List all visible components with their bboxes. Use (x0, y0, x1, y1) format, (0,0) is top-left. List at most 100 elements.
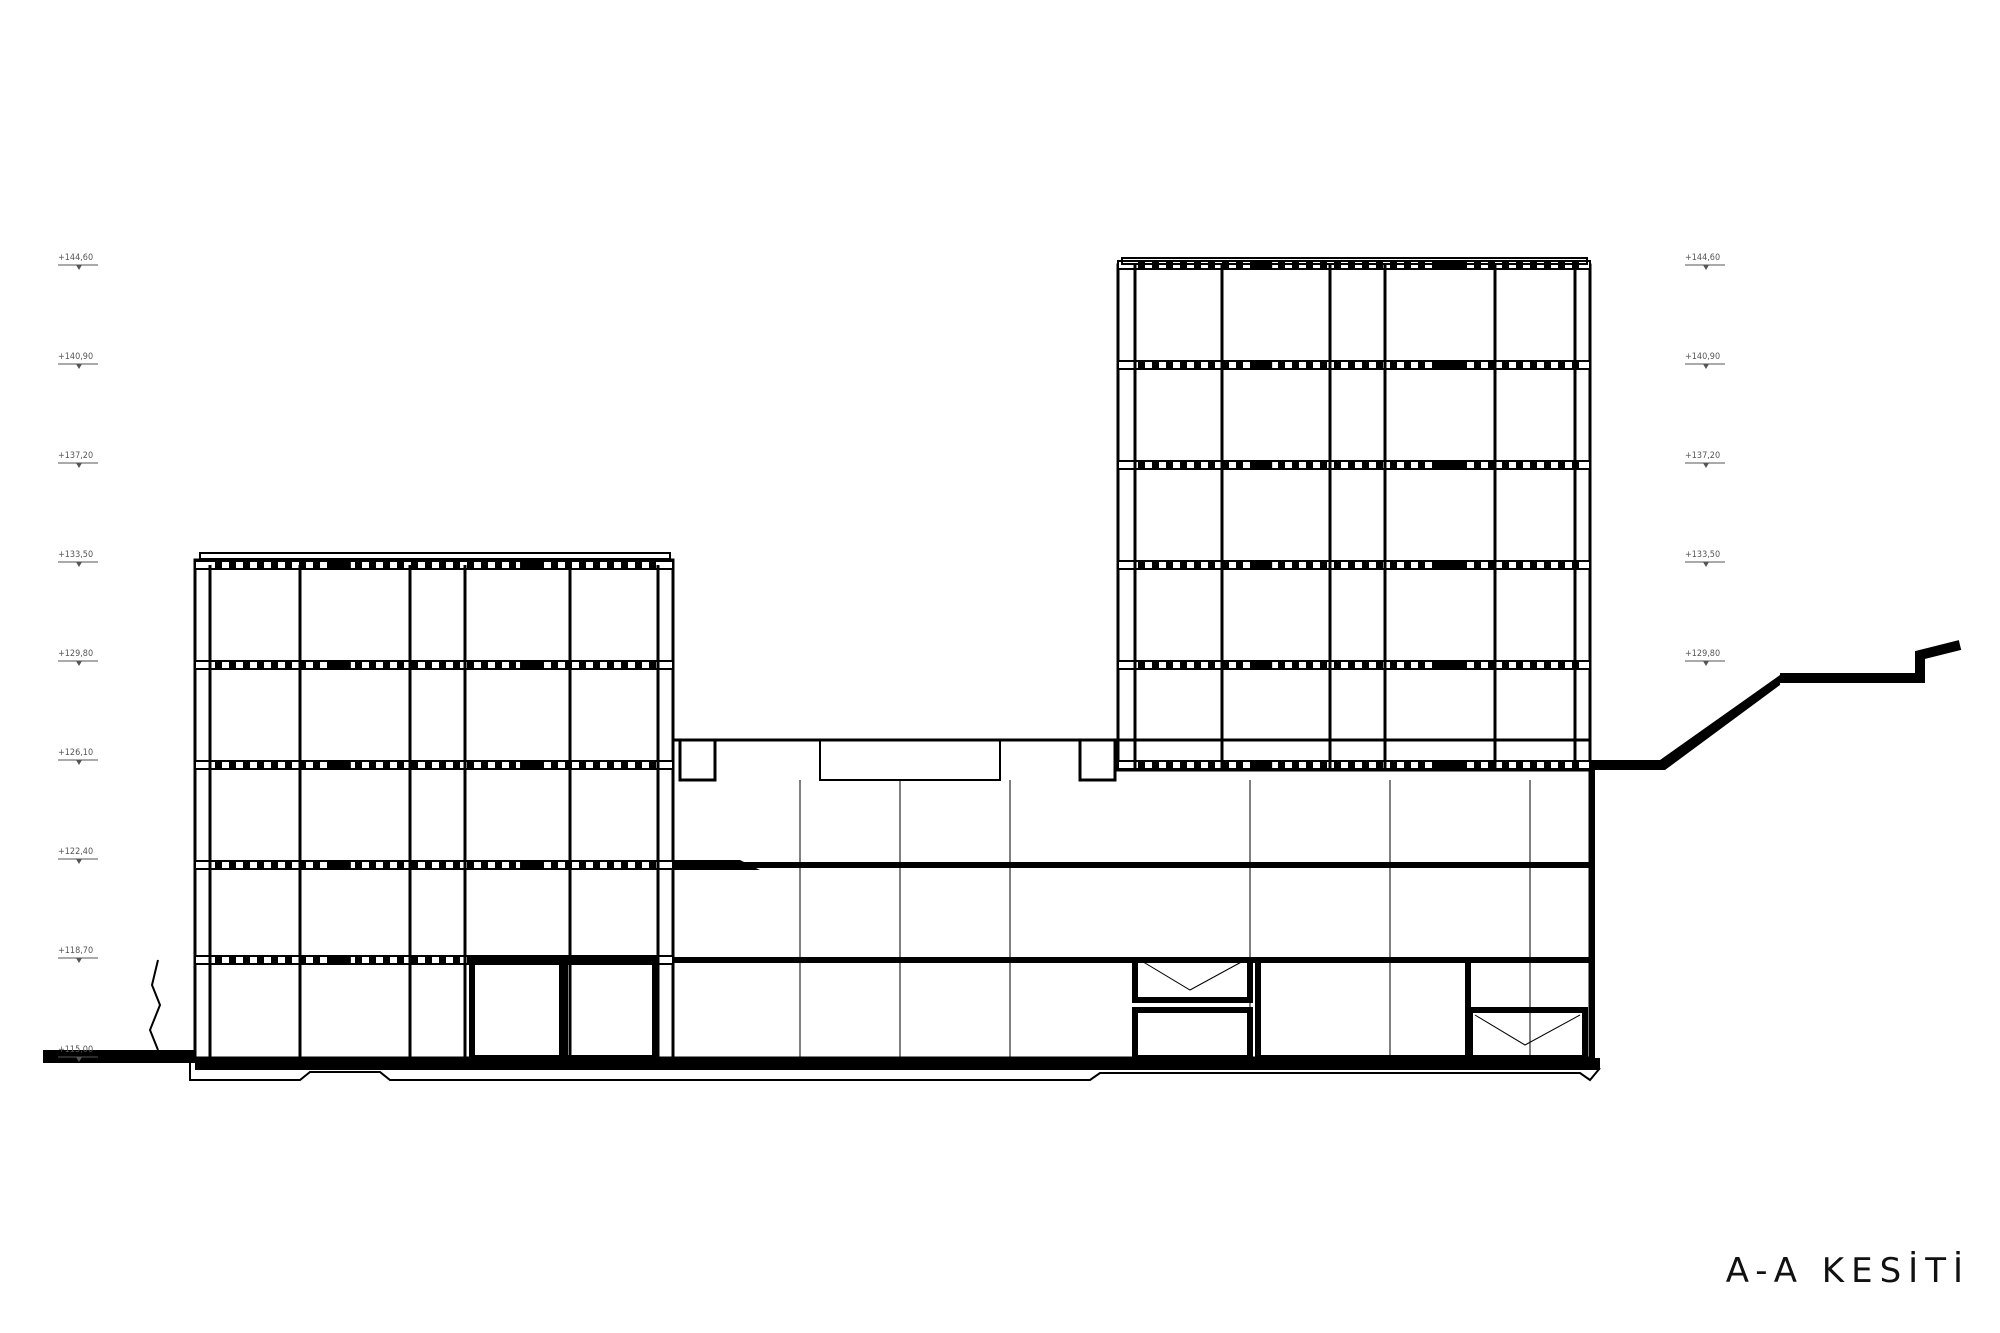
tower-slab-hatch (1418, 461, 1425, 469)
tower-slab-hatch (1390, 761, 1397, 769)
left-slab-hatch (411, 661, 418, 669)
left-slab-hatch (467, 761, 474, 769)
tower-slab-hatch (1236, 561, 1243, 569)
tower-beam (1250, 661, 1273, 669)
left-slab-hatch (509, 661, 516, 669)
left-beam (520, 861, 543, 869)
left-slab-hatch (607, 561, 614, 569)
tower-slab-hatch (1334, 361, 1341, 369)
tower-slab-hatch (1320, 661, 1327, 669)
tower-beam (1250, 761, 1273, 769)
level-left-arrow (76, 1057, 82, 1062)
tower-slab-hatch (1558, 661, 1565, 669)
levels-left: +144,60+140,90+137,20+133,50+129,80+126,… (58, 253, 98, 1062)
terrain-slope (1590, 675, 1780, 770)
terrain-upper (1780, 640, 1962, 683)
left-slab-hatch (229, 661, 236, 669)
tower-slab-hatch (1488, 461, 1495, 469)
tower-slab-hatch (1432, 761, 1439, 769)
tower-slab-hatch (1306, 761, 1313, 769)
tower-slab-hatch (1278, 761, 1285, 769)
tower-slab-hatch (1278, 461, 1285, 469)
left-slab-hatch (621, 661, 628, 669)
left-slab-hatch (215, 761, 222, 769)
tower-slab-hatch (1544, 461, 1551, 469)
level-left-label: +122,40 (58, 847, 93, 857)
tower-slab-hatch (1180, 661, 1187, 669)
tower-beam (1438, 561, 1461, 569)
tower-slab-hatch (1502, 761, 1509, 769)
tower-slab-hatch (1404, 461, 1411, 469)
left-beam (328, 761, 351, 769)
tower-slab-hatch (1488, 561, 1495, 569)
left-slab-hatch (467, 661, 474, 669)
left-slab-hatch (383, 761, 390, 769)
tower-slab-hatch (1544, 761, 1551, 769)
tower-slab-hatch (1390, 661, 1397, 669)
generated-lines (148, 257, 1591, 1061)
level-left-label: +129,80 (58, 649, 93, 659)
left-slab-hatch (551, 861, 558, 869)
podium (671, 738, 1592, 1060)
left-slab-hatch (649, 761, 656, 769)
level-left-label: +133,50 (58, 550, 93, 560)
tower-slab-hatch (1208, 461, 1215, 469)
tower-slab-hatch (1236, 761, 1243, 769)
tower-slab-hatch (1418, 361, 1425, 369)
tower-beam (1250, 561, 1273, 569)
tower-slab-hatch (1404, 661, 1411, 669)
stair-indicator (1139, 959, 1246, 991)
level-right-label: +129,80 (1685, 649, 1720, 659)
tower-slab-hatch (1320, 561, 1327, 569)
podium-outline (671, 738, 1592, 1060)
tower-slab-hatch (1292, 461, 1299, 469)
left-slab-hatch (635, 861, 642, 869)
tower-slab-hatch (1544, 661, 1551, 669)
tower-slab-hatch (1432, 461, 1439, 469)
left-slab-hatch (593, 861, 600, 869)
left-slab-hatch (243, 561, 250, 569)
tower-slab-hatch (1194, 761, 1201, 769)
left-slab-hatch (439, 561, 446, 569)
tower-slab-hatch (1166, 661, 1173, 669)
tower-slab-hatch (1530, 461, 1537, 469)
left-slab-hatch (467, 861, 474, 869)
tower-slab-hatch (1334, 561, 1341, 569)
stair-indicator (1474, 1014, 1581, 1046)
left-slab-hatch (257, 956, 264, 964)
tower-slab-hatch (1152, 561, 1159, 569)
tower-slab-hatch (1418, 561, 1425, 569)
tower-slab-hatch (1152, 661, 1159, 669)
left-slab-hatch (481, 661, 488, 669)
left-slab-hatch (411, 761, 418, 769)
left-slab-hatch (579, 661, 586, 669)
left-slab-hatch (453, 561, 460, 569)
tower-slab-hatch (1348, 361, 1355, 369)
left-slab-hatch (229, 761, 236, 769)
level-left-arrow (76, 958, 82, 963)
podium-room (562, 957, 658, 1061)
tower-slab-hatch (1278, 661, 1285, 669)
left-slab-hatch (271, 761, 278, 769)
tower-slab-hatch (1222, 661, 1229, 669)
tower-slab-hatch (1138, 761, 1145, 769)
left-slab-hatch (299, 861, 306, 869)
left-slab (194, 860, 674, 870)
left-slab-hatch (425, 861, 432, 869)
level-right-arrow (1703, 562, 1709, 567)
tower-slab-hatch (1208, 761, 1215, 769)
tower-slab-hatch (1180, 761, 1187, 769)
tower-slab-hatch (1516, 561, 1523, 569)
left-slab-hatch (607, 861, 614, 869)
left-slab-hatch (593, 761, 600, 769)
left-slab-hatch (257, 661, 264, 669)
left-slab-hatch (579, 561, 586, 569)
left-slab-hatch (593, 561, 600, 569)
tower-slab-hatch (1166, 561, 1173, 569)
tower-slab-hatch (1194, 661, 1201, 669)
tower-slab-hatch (1516, 661, 1523, 669)
left-slab-hatch (439, 761, 446, 769)
left-slab-hatch (299, 561, 306, 569)
left-slab-hatch (453, 761, 460, 769)
